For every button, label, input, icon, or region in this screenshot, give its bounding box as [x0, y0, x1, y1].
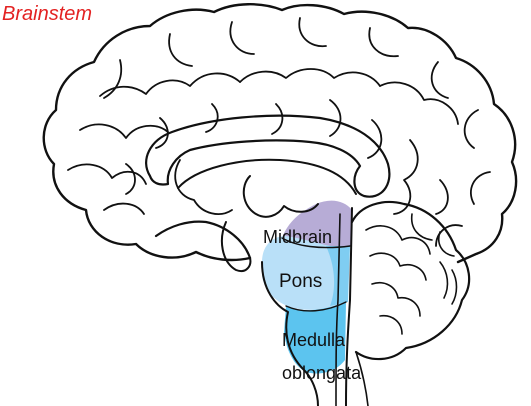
medulla-region [284, 302, 346, 374]
pons-label: Pons [279, 271, 323, 292]
brainstem-back-outline [345, 207, 353, 406]
temporal-lobe-outline [154, 220, 252, 260]
hypothalamus [220, 221, 252, 272]
gyri-lines [67, 17, 491, 247]
medulla-label-line2: oblongata [282, 363, 362, 383]
brainstem-front-outline [261, 261, 319, 406]
cerebrum-outline [42, 3, 518, 264]
cerebellum-outline [350, 200, 471, 361]
pons-medulla-border [285, 301, 347, 312]
thalamus [242, 175, 319, 218]
fourth-ventricle-line [335, 213, 341, 406]
fornix [177, 158, 357, 195]
diagram-title: Brainstem [2, 3, 93, 25]
midbrain-pons-border [281, 237, 351, 249]
pons-region [262, 236, 348, 310]
midbrain-label: Midbrain [263, 227, 333, 247]
corpus-callosum [145, 114, 391, 198]
medulla-label-line1: Medulla [282, 330, 346, 350]
spinal-cord-lines [355, 351, 369, 406]
cerebellum-folia [365, 213, 458, 335]
